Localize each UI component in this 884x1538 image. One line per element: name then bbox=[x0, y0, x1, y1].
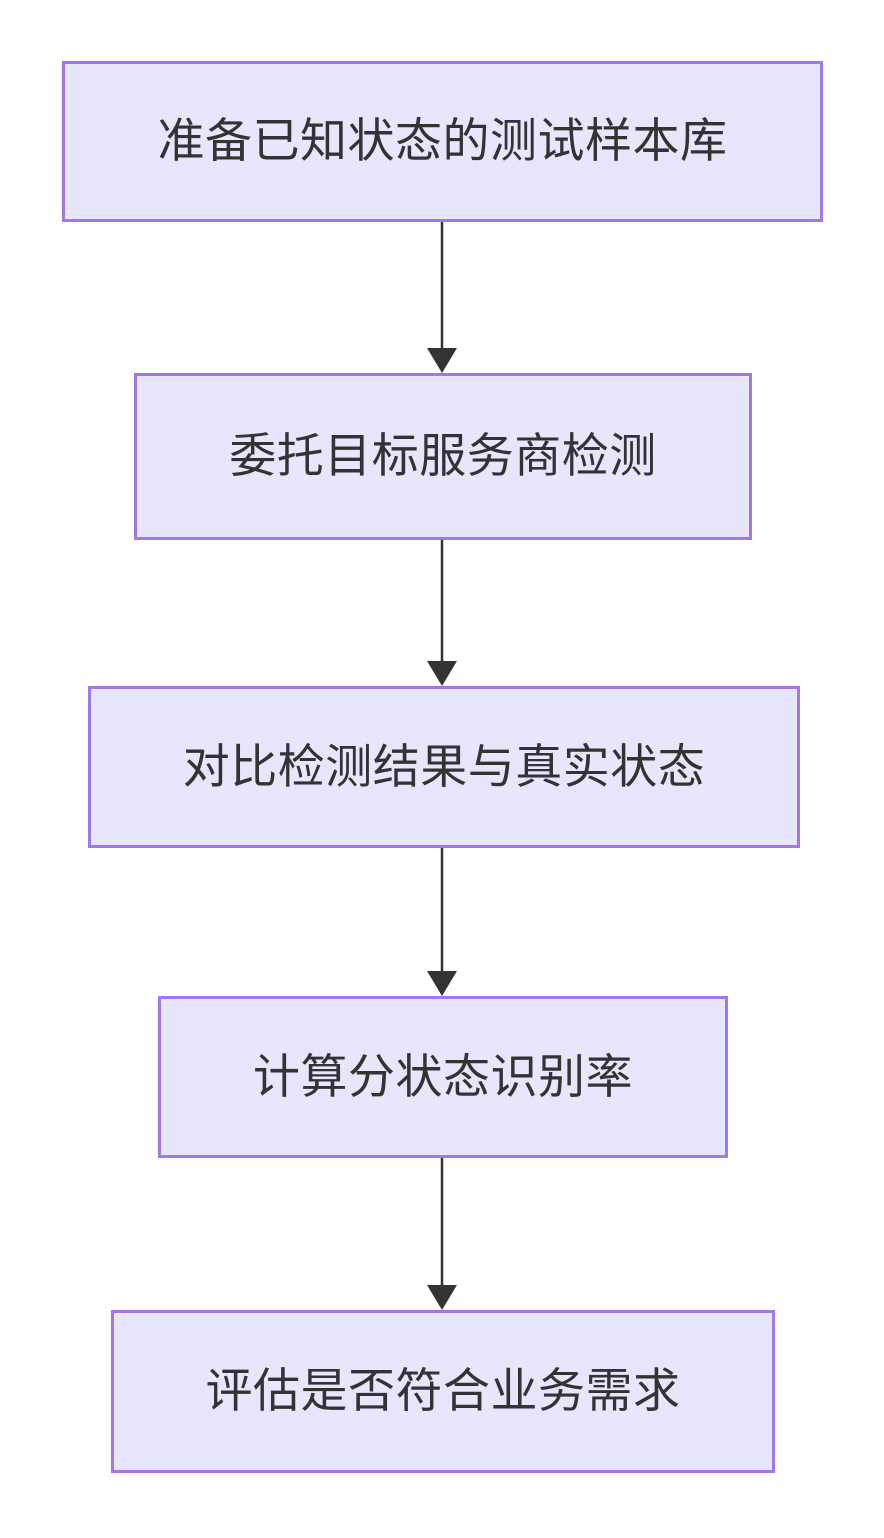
flowchart-node-compare-results[interactable]: 对比检测结果与真实状态 bbox=[88, 686, 800, 848]
node-label: 计算分状态识别率 bbox=[253, 1049, 633, 1103]
node-label: 评估是否符合业务需求 bbox=[205, 1364, 681, 1418]
flowchart-node-evaluate-business-needs[interactable]: 评估是否符合业务需求 bbox=[111, 1310, 775, 1473]
edge-n2-n3 bbox=[427, 540, 457, 686]
node-label: 对比检测结果与真实状态 bbox=[182, 739, 706, 793]
edge-n4-n5 bbox=[427, 1158, 457, 1310]
flowchart-node-prepare-sample-library[interactable]: 准备已知状态的测试样本库 bbox=[62, 61, 823, 222]
flowchart-node-commission-provider-test[interactable]: 委托目标服务商检测 bbox=[134, 373, 752, 540]
flowchart-node-calculate-recognition-rate[interactable]: 计算分状态识别率 bbox=[158, 996, 728, 1158]
node-label: 委托目标服务商检测 bbox=[229, 429, 657, 483]
edge-n1-n2 bbox=[427, 222, 457, 373]
node-label: 准备已知状态的测试样本库 bbox=[157, 114, 728, 168]
edge-n3-n4 bbox=[427, 848, 457, 996]
